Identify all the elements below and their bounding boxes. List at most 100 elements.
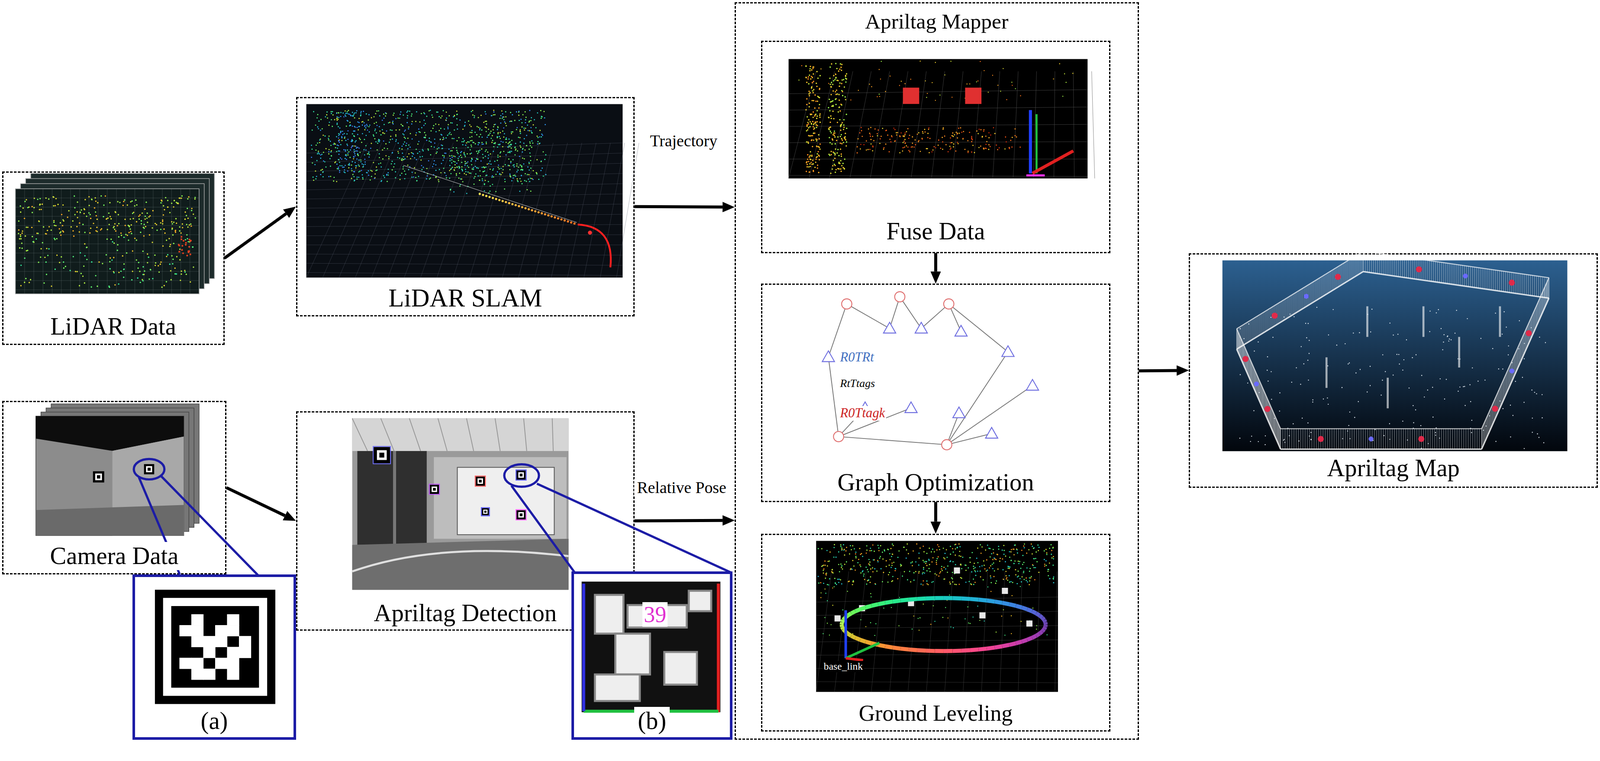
- art-circle: [541, 133, 543, 135]
- art-circle: [529, 141, 531, 143]
- art-line: [306, 234, 623, 236]
- art-circle: [509, 120, 511, 123]
- art-circle: [345, 125, 347, 127]
- art-circle: [430, 130, 432, 132]
- art-circle: [353, 112, 355, 114]
- art-circle: [86, 246, 88, 249]
- art-circle: [471, 168, 473, 170]
- art-circle: [398, 157, 400, 159]
- art-line: [536, 483, 731, 573]
- art-line: [306, 263, 623, 266]
- art-circle: [104, 195, 106, 197]
- art-rect: [516, 509, 527, 520]
- art-circle: [812, 90, 814, 92]
- art-circle: [162, 214, 164, 216]
- art-circle: [511, 114, 513, 116]
- art-circle: [155, 223, 158, 226]
- art-circle: [177, 243, 180, 246]
- art-circle: [400, 172, 403, 175]
- art-circle: [362, 110, 365, 113]
- art-path: [351, 551, 569, 572]
- art-circle: [454, 167, 456, 169]
- art-circle: [315, 175, 317, 178]
- art-circle: [374, 138, 376, 140]
- art-circle: [539, 129, 541, 132]
- art-circle: [29, 278, 32, 281]
- art-circle: [144, 218, 146, 220]
- art-line: [116, 188, 117, 294]
- art-circle: [493, 145, 495, 148]
- art-circle: [487, 154, 490, 156]
- art-circle: [502, 165, 504, 168]
- art-circle: [365, 134, 367, 136]
- art-circle: [496, 154, 499, 156]
- art-circle: [184, 218, 186, 220]
- art-circle: [181, 223, 183, 225]
- art-circle: [380, 134, 382, 136]
- art-circle: [514, 175, 517, 178]
- art-line: [788, 175, 1088, 177]
- art-circle: [410, 115, 413, 117]
- art-circle: [420, 159, 422, 161]
- art-circle: [85, 246, 88, 249]
- art-circle: [336, 167, 338, 170]
- art-circle: [186, 238, 188, 240]
- art-circle: [160, 199, 162, 201]
- art-circle: [526, 174, 528, 176]
- art-circle: [319, 139, 321, 141]
- art-circle: [356, 178, 358, 180]
- art-circle: [107, 212, 110, 214]
- art-line: [61, 188, 62, 294]
- art-rect: [15, 188, 199, 294]
- art-circle: [510, 139, 513, 142]
- art-circle: [504, 122, 507, 125]
- art-circle: [809, 156, 811, 158]
- art-circle: [316, 113, 319, 116]
- art-circle: [169, 270, 171, 272]
- art-circle: [105, 218, 107, 220]
- art-circle: [481, 141, 483, 144]
- art-circle: [445, 174, 447, 177]
- art-circle: [109, 257, 111, 259]
- art-circle: [535, 173, 538, 175]
- art-circle: [170, 279, 172, 281]
- art-circle: [474, 143, 476, 145]
- art-circle: [425, 167, 428, 170]
- art-circle: [455, 149, 458, 152]
- art-circle: [815, 161, 817, 163]
- art-circle: [812, 67, 814, 69]
- art-circle: [319, 157, 322, 159]
- art-circle: [82, 223, 84, 226]
- art-circle: [816, 164, 819, 166]
- art-circle: [587, 230, 592, 235]
- art-circle: [481, 143, 483, 146]
- art-rect: [483, 509, 488, 514]
- art-circle: [445, 177, 447, 179]
- art-circle: [165, 280, 167, 283]
- art-circle: [76, 270, 78, 273]
- art-circle: [539, 109, 542, 112]
- art-circle: [364, 149, 367, 151]
- art-circle: [355, 140, 357, 142]
- art-circle: [812, 135, 814, 137]
- art-circle: [816, 121, 818, 123]
- art-circle: [357, 154, 359, 157]
- art-circle: [515, 148, 517, 150]
- art-circle: [170, 202, 173, 204]
- art-circle: [449, 158, 451, 160]
- art-circle: [441, 115, 443, 117]
- art-circle: [843, 124, 845, 126]
- art-circle: [507, 151, 509, 154]
- art-line: [420, 142, 468, 278]
- art-circle: [96, 226, 98, 229]
- art-circle: [90, 261, 93, 263]
- art-circle: [411, 113, 413, 115]
- art-circle: [809, 113, 812, 116]
- art-circle: [442, 138, 445, 140]
- art-circle: [392, 120, 394, 123]
- art-circle: [811, 154, 813, 156]
- art-circle: [484, 150, 486, 152]
- art-circle: [178, 197, 180, 199]
- art-circle: [427, 149, 430, 151]
- art-circle: [351, 133, 353, 135]
